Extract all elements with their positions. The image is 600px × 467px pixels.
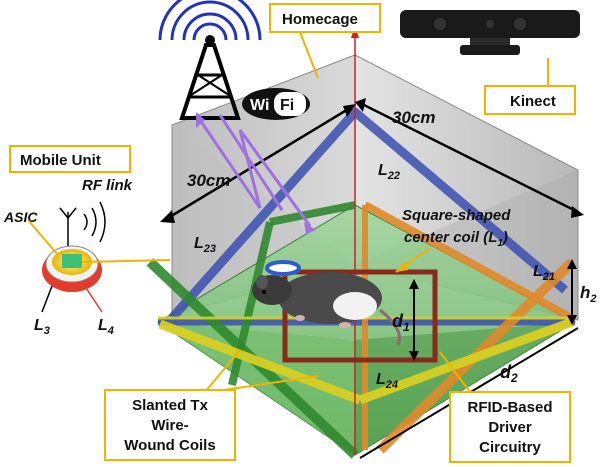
- label-l24: L24: [376, 371, 398, 391]
- svg-text:Wire-: Wire-: [151, 417, 188, 434]
- rat-image: [252, 260, 401, 346]
- dimension-d1: d1: [392, 279, 419, 361]
- svg-text:Wi: Wi: [250, 97, 269, 114]
- svg-text:Driver: Driver: [488, 419, 532, 436]
- svg-text:Fi: Fi: [280, 97, 294, 114]
- rfid-label-box: RFID-Based Driver Circuitry: [439, 351, 571, 463]
- label-l22: L22: [378, 162, 400, 182]
- svg-text:30cm: 30cm: [187, 171, 230, 190]
- kinect-sensor-icon: [400, 10, 580, 55]
- center-coil-label: Square-shaped center coil (L1): [395, 207, 511, 273]
- dimension-30cm-right: 30cm: [355, 98, 584, 218]
- dimension-h2: h2: [567, 259, 597, 325]
- homecage-label-box: Homecage: [269, 3, 381, 79]
- mobile-device: [27, 219, 171, 313]
- svg-text:center coil (L1): center coil (L1): [404, 229, 508, 249]
- svg-text:h2: h2: [580, 283, 597, 305]
- dimension-30cm-left: 30cm: [160, 104, 356, 223]
- svg-text:Kinect: Kinect: [510, 93, 556, 110]
- label-l3: L3: [34, 317, 50, 337]
- label-l23: L23: [194, 235, 216, 255]
- label-l4: L4: [98, 317, 114, 337]
- svg-text:Square-shaped: Square-shaped: [402, 207, 511, 224]
- svg-text:Homecage: Homecage: [282, 11, 358, 28]
- svg-text:30cm: 30cm: [392, 108, 435, 127]
- rf-link-label: RF link: [82, 177, 133, 194]
- svg-text:d1: d1: [392, 311, 410, 334]
- rf-link-arrows: [198, 114, 312, 227]
- coil-l24: [158, 316, 575, 405]
- wifi-logo-icon: Wi Fi: [242, 88, 310, 120]
- svg-text:RFID-Based: RFID-Based: [467, 399, 552, 416]
- svg-text:Mobile Unit: Mobile Unit: [20, 152, 101, 169]
- tx-coils-label-box: Slanted Tx Wire- Wound Coils: [104, 349, 319, 461]
- wifi-tower-icon: [158, 0, 262, 120]
- rf-arrowhead-top: [196, 112, 205, 128]
- label-l21: L21: [533, 263, 555, 283]
- svg-text:Wound Coils: Wound Coils: [124, 437, 215, 454]
- asic-label: ASIC: [3, 209, 38, 225]
- svg-text:Slanted Tx: Slanted Tx: [132, 397, 209, 414]
- mobile-unit-label-box: Mobile Unit: [9, 145, 131, 173]
- rf-arrowhead-bottom: [304, 222, 316, 234]
- svg-text:d2: d2: [500, 362, 518, 385]
- svg-text:Circuitry: Circuitry: [479, 439, 541, 456]
- center-coil: [282, 269, 438, 363]
- kinect-label-box: Kinect: [484, 58, 576, 115]
- antenna-icon: [59, 201, 106, 252]
